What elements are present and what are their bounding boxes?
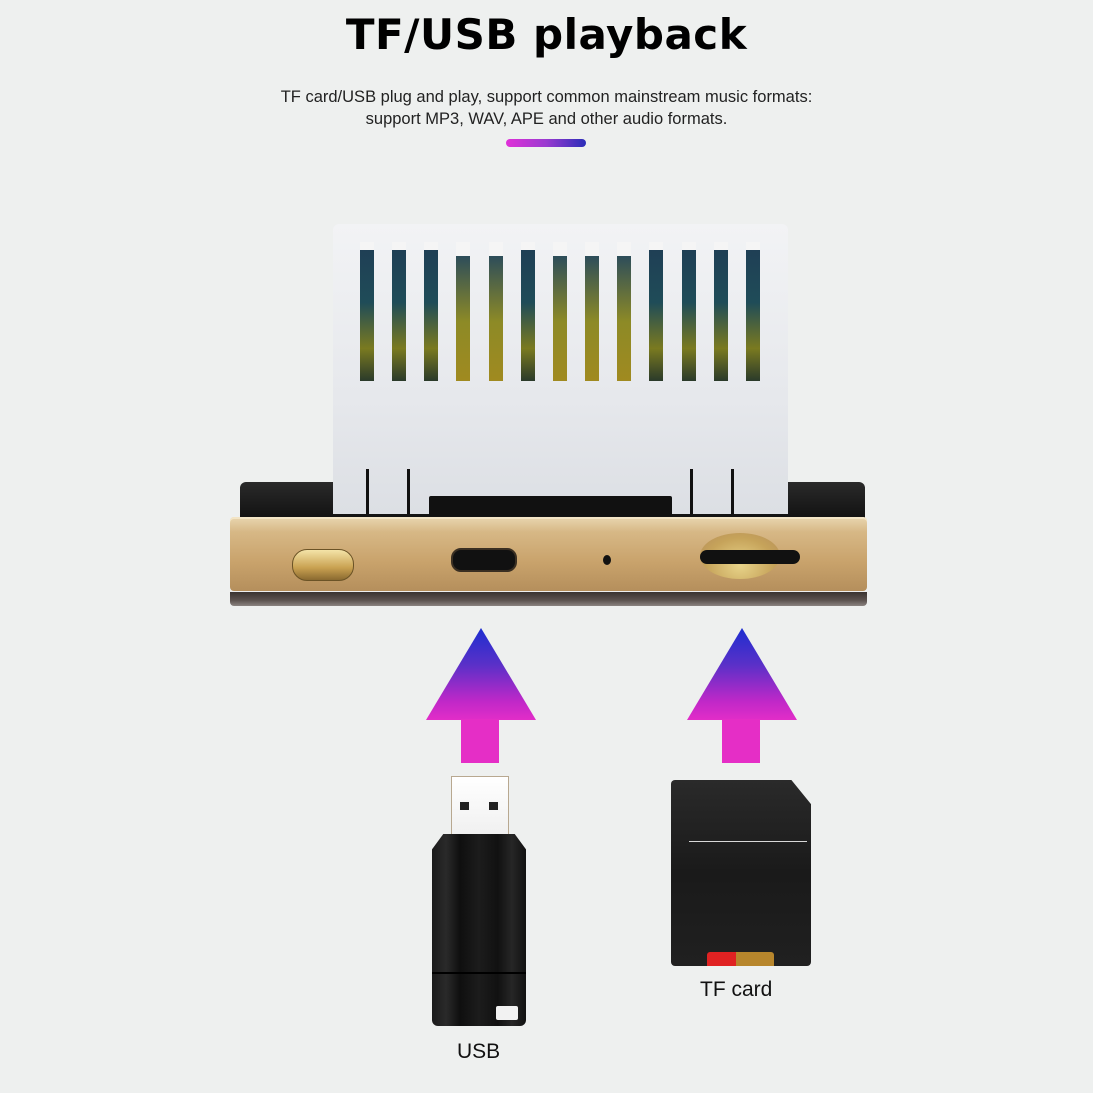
subtitle-line-1: TF card/USB plug and play, support commo… bbox=[280, 88, 813, 106]
power-button[interactable] bbox=[292, 549, 354, 581]
tf-card-label: TF card bbox=[700, 978, 773, 1001]
cover-notch bbox=[731, 469, 734, 514]
vent-grille bbox=[360, 234, 760, 381]
vent-slot bbox=[649, 242, 664, 381]
vent-slot bbox=[713, 242, 728, 381]
vent-slot bbox=[585, 242, 600, 381]
tf-card-tab-gold bbox=[736, 952, 774, 966]
tf-card-slot[interactable] bbox=[700, 550, 800, 564]
usb-flash-drive bbox=[432, 776, 526, 1026]
cover-notch bbox=[407, 469, 410, 514]
vent-slot bbox=[360, 242, 374, 381]
tf-card-line bbox=[689, 841, 807, 842]
mic-hole bbox=[603, 555, 611, 565]
device-recess bbox=[429, 496, 672, 516]
usb-plug bbox=[451, 776, 509, 835]
usb-body bbox=[432, 834, 526, 1026]
arrow-stem bbox=[722, 719, 760, 763]
usb-body-seam bbox=[432, 972, 526, 974]
usb-lanyard-hole bbox=[496, 1006, 518, 1020]
cover-notch bbox=[690, 469, 693, 514]
vent-slot bbox=[392, 242, 407, 381]
cover-notch bbox=[366, 469, 369, 514]
vent-slot bbox=[552, 242, 567, 381]
accent-divider bbox=[506, 139, 586, 147]
page-subtitle: TF card/USB plug and play, support commo… bbox=[0, 86, 1093, 130]
audio-player-device bbox=[226, 220, 871, 615]
usb-plug-hole bbox=[489, 802, 498, 810]
vent-slot bbox=[681, 242, 696, 381]
vent-slot bbox=[520, 242, 535, 381]
usb-plug-hole bbox=[460, 802, 469, 810]
vent-slot bbox=[456, 242, 471, 381]
arrow-head bbox=[426, 628, 536, 720]
arrow-up-icon bbox=[687, 628, 797, 763]
vent-slot bbox=[745, 242, 760, 381]
usb-c-port[interactable] bbox=[451, 548, 517, 572]
usb-label: USB bbox=[457, 1040, 501, 1063]
subtitle-line-2: support MP3, WAV, APE and other audio fo… bbox=[365, 110, 728, 128]
arrow-up-icon bbox=[426, 628, 536, 763]
arrow-head bbox=[687, 628, 797, 720]
page-title: TF/USB playback bbox=[345, 10, 748, 59]
tf-card bbox=[671, 780, 811, 966]
vent-slot bbox=[617, 242, 632, 381]
tf-card-tab-red bbox=[707, 952, 736, 966]
vent-slot bbox=[424, 242, 439, 381]
device-bottom-edge bbox=[230, 592, 867, 606]
vent-slot bbox=[488, 242, 503, 381]
arrow-stem bbox=[461, 719, 499, 763]
ventilated-cover bbox=[333, 224, 788, 514]
